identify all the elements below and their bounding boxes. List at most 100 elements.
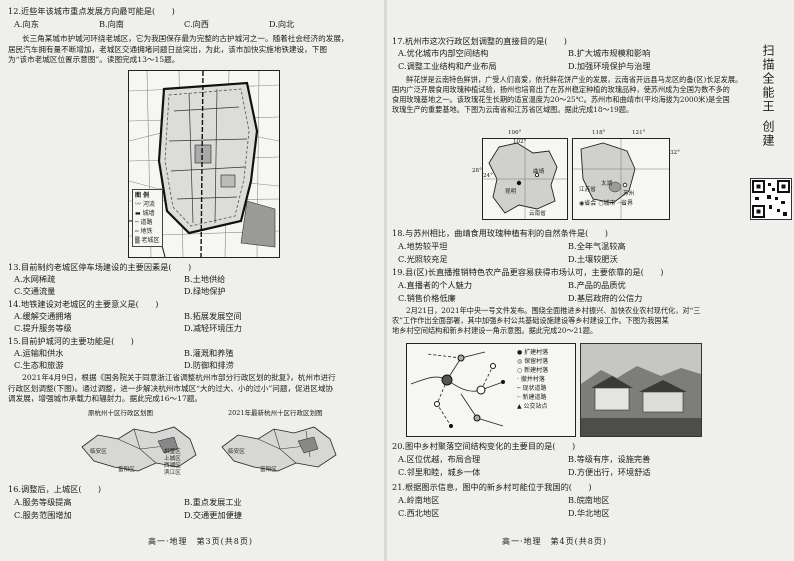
new-village-icon: ○ [517, 367, 523, 374]
q17-option-a: A.优化城市内部空间结构 [398, 48, 489, 58]
q15-option-d: D.防御和排涝 [184, 360, 234, 370]
label-lin-an-new: 临安区 [228, 449, 245, 455]
q17-option-d: D.加强环境保护与治理 [568, 61, 651, 71]
map3-legend: ◉省会 ○城市 ┄省界 [579, 200, 634, 207]
new-road-icon: ┄ [517, 394, 521, 401]
q20-option-a: A.区位优越，布局合理 [398, 454, 481, 464]
district-maps-drawing [81, 426, 337, 472]
q12-option-a: A.向东 [14, 19, 39, 29]
q12-options: A.向东 B.向南 C.向西 D.向北 [14, 19, 354, 30]
coord-24: 24° [483, 173, 493, 179]
legend-title: 图 例 [135, 192, 150, 199]
q13-options: A.水网稀疏 B.土地供给 [14, 274, 354, 285]
legend-existing-road: ─ 现状道路 [517, 385, 547, 392]
passage3-line4: 玫瑰生产的重要基地。下图为云南省和江苏省区域图。据此完成18～19题。 [392, 105, 634, 114]
q16-options-2: C.服务范围增加 D.交通更加便捷 [14, 510, 354, 521]
page-fold [384, 0, 387, 561]
q14-options-2: C.提升服务等级 D.减轻环境压力 [14, 323, 354, 334]
village-structure-map: ● 扩建村落 ◎ 保留村落 ○ 新建村落 · 撤并村落 ─ 现状道路 ┄ 新建道… [406, 343, 576, 437]
yunnan-map-drawing [483, 139, 567, 219]
retained-village-icon: ◎ [517, 358, 523, 365]
passage3-line1: 鲜花饼是云南特色鲜饼，广受人们喜爱，依托鲜花饼产业的发展，云南省开远县马龙区的备… [406, 75, 743, 84]
place-suzhou: 苏州 [623, 191, 635, 197]
q21-option-c: C.西北地区 [398, 508, 440, 518]
passage1-line3: 为“该市老城区位置示意图”。读图完成13～15题。 [8, 55, 180, 64]
yunnan-map: 昆明 曲靖 云南省 102° 24° [482, 138, 568, 220]
legend-road: ─ 道路 [135, 219, 153, 226]
village-photo-drawing [581, 344, 701, 436]
passage-13-15: 长三角某城市护城河环绕老城区，它为我国保存最为完整的古护城河之一。随着社会经济的… [8, 34, 376, 66]
place-qujing: 曲靖 [533, 169, 545, 175]
coord-28: 28° [472, 168, 482, 174]
q21-stem: 21.根据图示信息，图中的新乡村可能位于我国的( ) [392, 482, 592, 492]
passage1-line1: 长三角某城市护城河环绕老城区，它为我国保存最为完整的古护城河之一。随着社会经济的… [22, 34, 349, 43]
legend-merged-village: · 撤并村落 [517, 376, 545, 383]
q13-option-c: C.交通流量 [14, 286, 56, 296]
passage3-line2: 国内广泛开展食用玫瑰种植试验，扬州也培育出了在苏州稳定种植的玫瑰品种，使苏州成为… [392, 85, 730, 94]
page4-footer: 高一·地理 第4页(共8页) [502, 537, 607, 546]
q13-option-a: A.水网稀疏 [14, 274, 56, 284]
q16-option-a: A.服务等级提高 [14, 497, 72, 507]
existing-road-icon: ─ [517, 385, 521, 392]
q12-option-d: D.向北 [269, 19, 295, 29]
q18-options-2: C.光照较充足 D.土壤较肥沃 [398, 254, 738, 265]
q13-stem: 13.目前制约老城区停车场建设的主要因素是( ) [8, 262, 192, 272]
q16-option-d: D.交通更加便捷 [184, 510, 242, 520]
passage-20-21: 2月21日，2021年中央一号文件发布。围绕全面推进乡村振兴、加快农业农村现代化… [392, 306, 744, 336]
q20-option-d: D.方便出行，环境舒适 [568, 467, 651, 477]
passage2-line2: 行政区划调整(下图)。通过调整，进一步解决杭州市城区“大的过大、小的过小”问题，… [8, 383, 334, 393]
new-village-photo [580, 343, 702, 437]
legend-old-city: ▒ 老城区 [135, 237, 160, 244]
q20-option-c: C.邻里和睦，城乡一体 [398, 467, 481, 477]
q18-stem: 18.与苏州相比，曲靖食用玫瑰种植有利的自然条件是( ) [392, 228, 608, 238]
qr-code-icon [752, 180, 790, 218]
label-lin-an: 临安区 [90, 449, 107, 455]
label-shangcheng: 上城区 [164, 456, 181, 462]
q12-option-b: B.向南 [99, 19, 124, 29]
jiangsu-map: 苏州 太湖 江苏省 ◉省会 ○城市 ┄省界 [572, 138, 670, 220]
q14-option-d: D.减轻环境压力 [184, 323, 242, 333]
q21-option-a: A.岭南地区 [398, 495, 440, 505]
label-gongshu: 拱墅区 [164, 449, 181, 455]
city-icon: ○ [598, 200, 604, 207]
legend-new-village: ○ 新建村落 [517, 367, 549, 374]
passage-18-19: 鲜花饼是云南特色鲜饼，广受人们喜爱，依托鲜花饼产业的发展，云南省开远县马龙区的备… [392, 75, 744, 115]
place-taihu: 太湖 [601, 181, 613, 187]
coord-121: 121° [632, 130, 646, 136]
q17-options-2: C.调整工业结构和产业布局 D.加强环境保护与治理 [398, 61, 738, 72]
q21-options-2: C.西北地区 D.华北地区 [398, 508, 738, 519]
passage4-line3: 地乡村空间结构和新乡村建设一角示意图。据此完成20～21题。 [392, 326, 598, 335]
border-icon: ┄ [617, 200, 621, 207]
passage4-line2: 农”工作作出全面部署，其中加强乡村公共基础设施建设等乡村建设工作。下图为我国某 [392, 316, 669, 325]
old-city-icon: ▒ [135, 237, 140, 244]
q14-stem: 14.地铁建设对老城区的主要意义是( ) [8, 299, 159, 309]
q20-option-b: B.等级有序，设施完善 [568, 454, 651, 464]
q17-options: A.优化城市内部空间结构 B.扩大城市规模和影响 [398, 48, 738, 59]
label-xihu: 西湖区 [164, 463, 181, 469]
road-icon: ─ [135, 219, 139, 226]
q12-option-c: C.向西 [184, 19, 209, 29]
passage2-line1: 2021年4月9日，根据《国务院关于同意浙江省调整杭州市部分行政区划的批复》，杭… [22, 373, 336, 382]
place-jiangsu: 江苏省 [579, 187, 596, 193]
q16-option-b: B.重点发展工业 [184, 497, 242, 507]
q13-option-b: B.土地供给 [184, 274, 226, 284]
coord-102: 102° [513, 139, 527, 145]
q15-option-a: A.运输和供水 [14, 348, 64, 358]
capital-icon: ◉ [579, 200, 585, 207]
hangzhou-district-maps: 原杭州十区行政区划图 2021年最新杭州十区行政区划图 临安区 富阳区 拱墅区 … [78, 407, 348, 477]
subway-icon: ┅ [135, 228, 139, 235]
label-fuyang: 富阳区 [118, 467, 135, 473]
label-binjiang: 滨江区 [164, 470, 181, 476]
q21-options: A.岭南地区 B.皖南地区 [398, 495, 738, 506]
q18-option-d: D.土壤较肥沃 [568, 254, 618, 264]
village-map-legend: ● 扩建村落 ◎ 保留村落 ○ 新建村落 · 撤并村落 ─ 现状道路 ┄ 新建道… [517, 348, 548, 411]
q18-option-a: A.地势较平坦 [398, 241, 448, 251]
q19-option-d: D.基层政府的公信力 [568, 293, 643, 303]
q19-stem: 19.县(区)长直播推销特色农产品更容易获得市场认可，主要依靠的是( ) [392, 267, 664, 277]
q15-option-c: C.生态和旅游 [14, 360, 64, 370]
q15-option-b: B.灌溉和养殖 [184, 348, 234, 358]
q19-option-a: A.直播者的个人魅力 [398, 280, 473, 290]
passage1-line2: 居民汽车拥有量不断增加，老城区交通拥堵问题日益突出，为此，该市加快实施地铁建设，… [8, 44, 327, 54]
q16-option-c: C.服务范围增加 [14, 510, 72, 520]
